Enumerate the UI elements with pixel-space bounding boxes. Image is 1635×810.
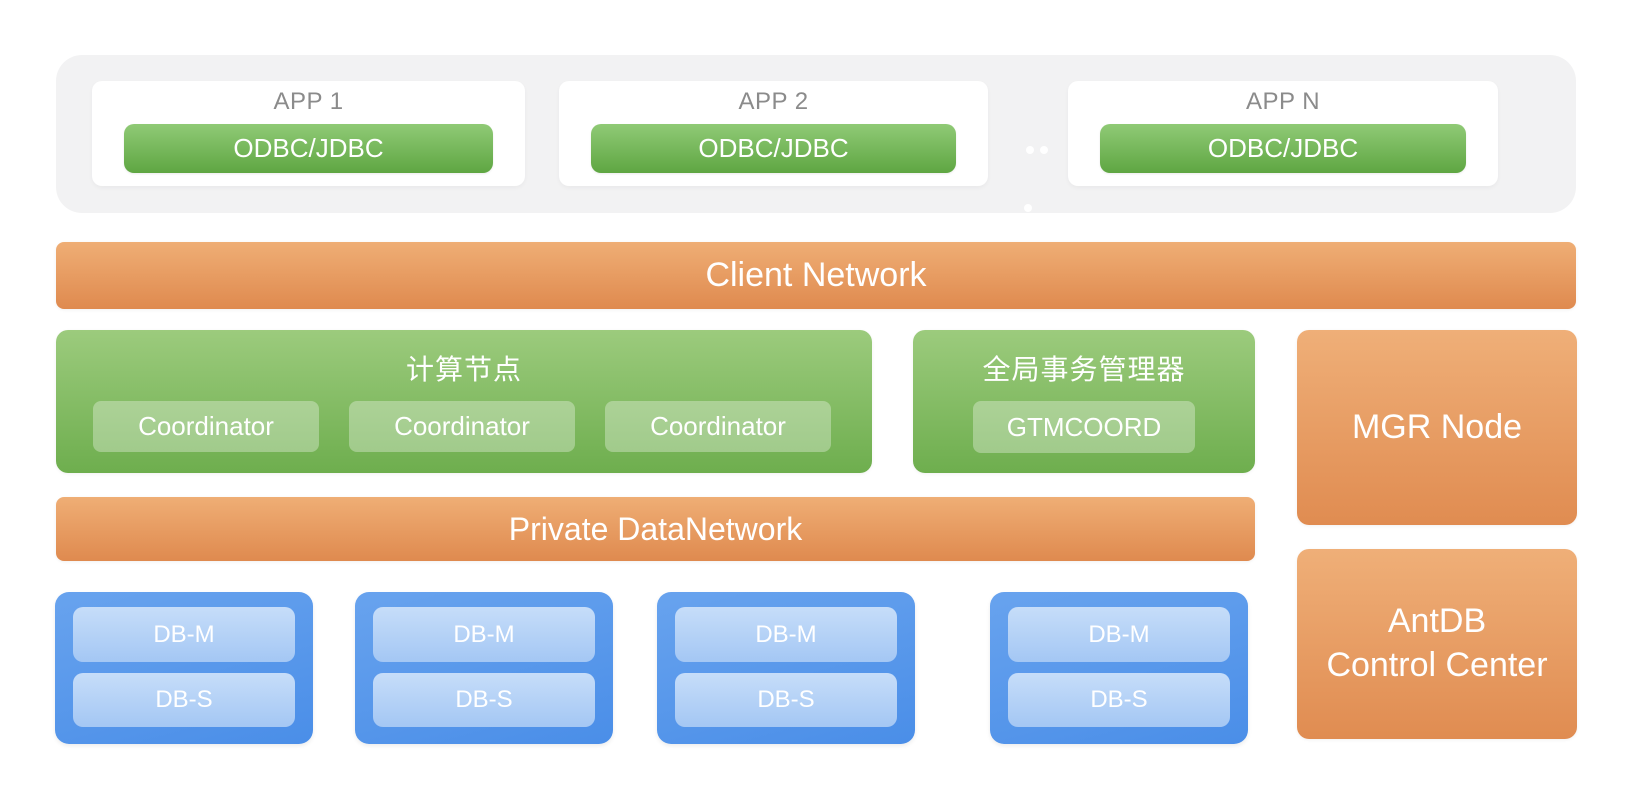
odbc-jdbc-chip: ODBC/JDBC bbox=[591, 124, 956, 173]
db-group-3: DB-M DB-S bbox=[657, 592, 915, 744]
db-standby-chip: DB-S bbox=[1008, 673, 1230, 727]
mgr-node-label: MGR Node bbox=[1351, 408, 1523, 446]
db-master-chip: DB-M bbox=[373, 607, 595, 662]
gtmcoord-chip: GTMCOORD bbox=[973, 401, 1195, 453]
app-card-1: APP 1 ODBC/JDBC bbox=[92, 81, 525, 186]
mgr-node-box: MGR Node bbox=[1297, 330, 1577, 525]
app-title: APP 1 bbox=[273, 88, 344, 115]
db-standby-chip: DB-S bbox=[675, 673, 897, 727]
coordinator-chip: Coordinator bbox=[605, 401, 831, 452]
client-network-bar: Client Network bbox=[56, 242, 1576, 309]
db-master-chip: DB-M bbox=[675, 607, 897, 662]
app-layer-container: APP 1 ODBC/JDBC APP 2 ODBC/JDBC APP N OD… bbox=[56, 55, 1576, 213]
compute-node-title: 计算节点 bbox=[405, 354, 522, 385]
db-group-4: DB-M DB-S bbox=[990, 592, 1248, 744]
db-group-1: DB-M DB-S bbox=[55, 592, 313, 744]
control-center-box: AntDB Control Center bbox=[1297, 549, 1577, 739]
app-card-2: APP 2 ODBC/JDBC bbox=[559, 81, 988, 186]
control-center-label-line1: AntDB bbox=[1387, 602, 1487, 641]
db-standby-chip: DB-S bbox=[373, 673, 595, 727]
ellipsis-dot bbox=[1024, 204, 1032, 212]
odbc-jdbc-chip: ODBC/JDBC bbox=[1100, 124, 1466, 173]
app-card-n: APP N ODBC/JDBC bbox=[1068, 81, 1498, 186]
private-data-network-bar: Private DataNetwork bbox=[56, 497, 1255, 561]
app-title: APP 2 bbox=[738, 88, 809, 115]
gtm-title: 全局事务管理器 bbox=[982, 354, 1186, 385]
db-group-2: DB-M DB-S bbox=[355, 592, 613, 744]
db-master-chip: DB-M bbox=[73, 607, 295, 662]
db-standby-chip: DB-S bbox=[73, 673, 295, 727]
db-master-chip: DB-M bbox=[1008, 607, 1230, 662]
app-title: APP N bbox=[1245, 88, 1321, 115]
ellipsis-dot bbox=[1026, 146, 1034, 154]
odbc-jdbc-chip: ODBC/JDBC bbox=[124, 124, 493, 173]
coordinator-chip: Coordinator bbox=[93, 401, 319, 452]
control-center-label-line2: Control Center bbox=[1326, 646, 1548, 684]
ellipsis-dot bbox=[1040, 146, 1048, 154]
compute-node-box: 计算节点 Coordinator Coordinator Coordinator bbox=[56, 330, 872, 473]
coordinator-chip: Coordinator bbox=[349, 401, 575, 452]
gtm-box: 全局事务管理器 GTMCOORD bbox=[913, 330, 1255, 473]
